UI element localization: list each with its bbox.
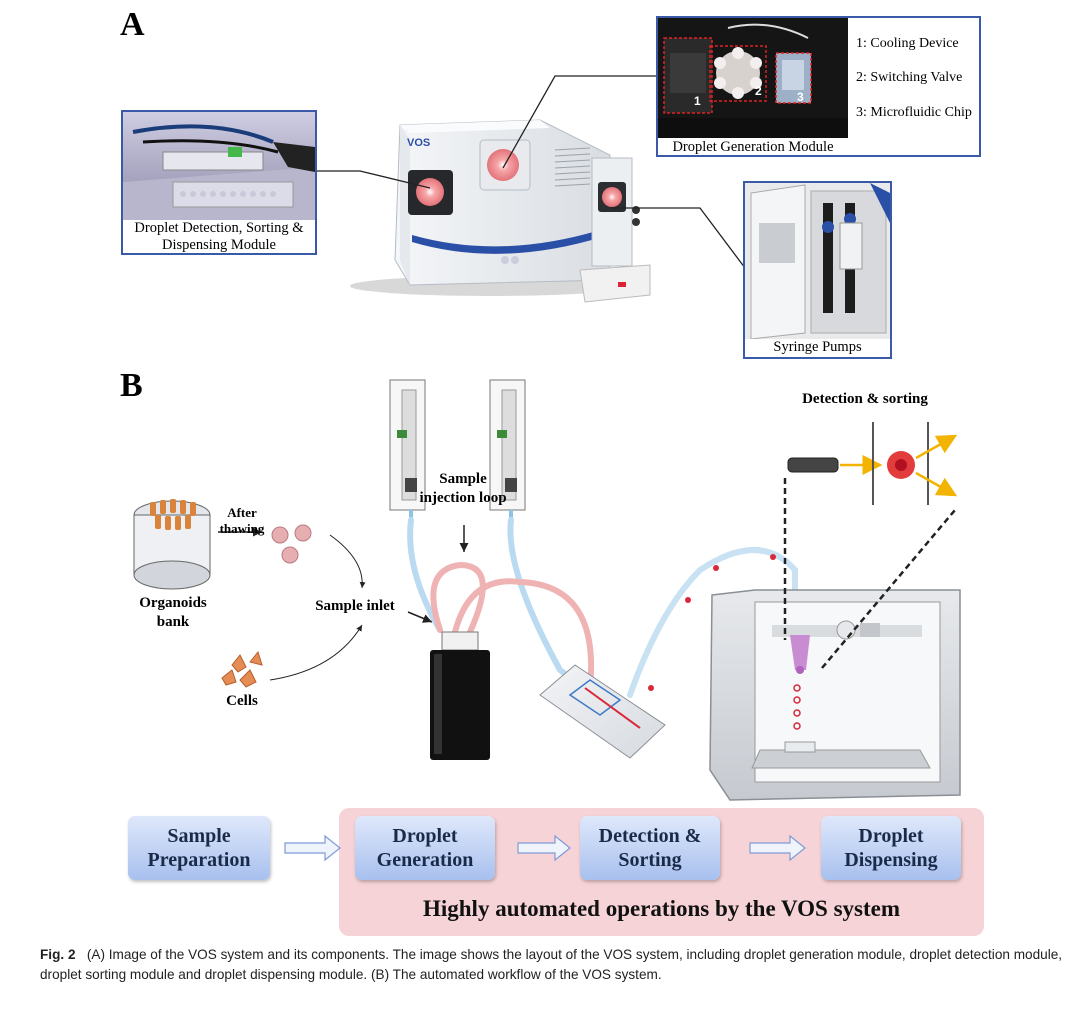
after-thawing-label: After thawing: [219, 505, 265, 536]
marker-1: 1: [694, 94, 701, 108]
dispensing-unit: [709, 589, 961, 801]
syringe-pumps-photo: [745, 183, 890, 339]
cells-label: Cells: [226, 693, 258, 709]
figure-caption-label: Fig. 2: [40, 947, 76, 962]
detection-module-photo-box: Droplet Detection, Sorting & Dispensing …: [121, 110, 317, 255]
step-droplet-generation: Droplet Generation: [355, 816, 495, 880]
legend-switching-valve: 2: Switching Valve: [856, 70, 963, 85]
step-sample-preparation: Sample Preparation: [128, 816, 270, 880]
figure-caption: Fig. 2 (A) Image of the VOS system and i…: [40, 945, 1065, 985]
organoids-bank-label: Organoids bank: [139, 595, 207, 630]
microfluidic-chip: [539, 664, 666, 759]
syringe-pumps-box: Syringe Pumps: [743, 181, 892, 359]
workflow-arrows: [284, 834, 806, 862]
generation-module-caption: Droplet Generation Module: [658, 139, 848, 155]
detection-module-caption: Droplet Detection, Sorting & Dispensing …: [123, 220, 315, 253]
generation-module-box: 1 2 3 Droplet Generation Module 1: Cooli…: [656, 16, 981, 157]
workflow-illustration: [133, 379, 961, 801]
figure-caption-text: (A) Image of the VOS system and its comp…: [40, 947, 1063, 982]
panel-b-letter: B: [120, 367, 143, 404]
sample-injection-loop-label: Sample injection loop: [419, 471, 507, 506]
step-detection-sorting: Detection & Sorting: [580, 816, 720, 880]
panel-a-letter: A: [120, 6, 145, 43]
detection-sorting-label: Detection & sorting: [802, 391, 928, 407]
legend-microfluidic-chip: 3: Microfluidic Chip: [856, 105, 972, 120]
detection-module-photo: [123, 112, 315, 220]
panel-a-connectors: [314, 75, 746, 269]
organoids-bank-jar: [133, 499, 211, 590]
sample-reservoir: [430, 631, 490, 760]
step-droplet-dispensing: Droplet Dispensing: [821, 816, 961, 880]
syringe-pumps-caption: Syringe Pumps: [745, 339, 890, 357]
generation-module-photo: [658, 18, 848, 138]
legend-cooling-device: 1: Cooling Device: [856, 36, 959, 51]
syringe-pump-left: [389, 379, 426, 520]
marker-3: 3: [797, 90, 804, 104]
syringe-pump-right: [489, 379, 526, 520]
vos-logo: VOS: [407, 137, 431, 149]
sample-inlet-label: Sample inlet: [315, 598, 395, 614]
marker-2: 2: [755, 84, 762, 98]
automation-banner-text: Highly automated operations by the VOS s…: [422, 896, 901, 921]
